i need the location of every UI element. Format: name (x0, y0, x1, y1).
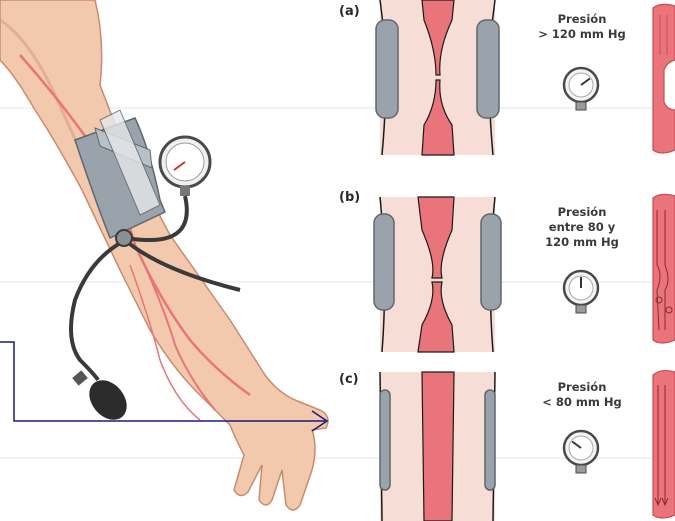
panel-gauges (551, 0, 611, 521)
cross-section-c (380, 372, 495, 521)
vessel-flow-c (653, 371, 675, 518)
vessel-flow-a (653, 4, 675, 153)
arrow-icon (0, 0, 340, 521)
panel-label-a: (a) (339, 4, 360, 19)
vessel-flow-b (653, 194, 675, 343)
pressure-gauge-icon (564, 68, 598, 110)
cross-section-b (374, 197, 501, 352)
pressure-gauge-icon (564, 271, 598, 313)
cross-sections (370, 0, 510, 521)
vessel-flow-illustrations (647, 0, 675, 521)
panel-label-c: (c) (339, 372, 359, 387)
panel-label-b: (b) (339, 190, 360, 205)
cross-section-a (376, 0, 499, 155)
pressure-gauge-icon (564, 431, 598, 473)
